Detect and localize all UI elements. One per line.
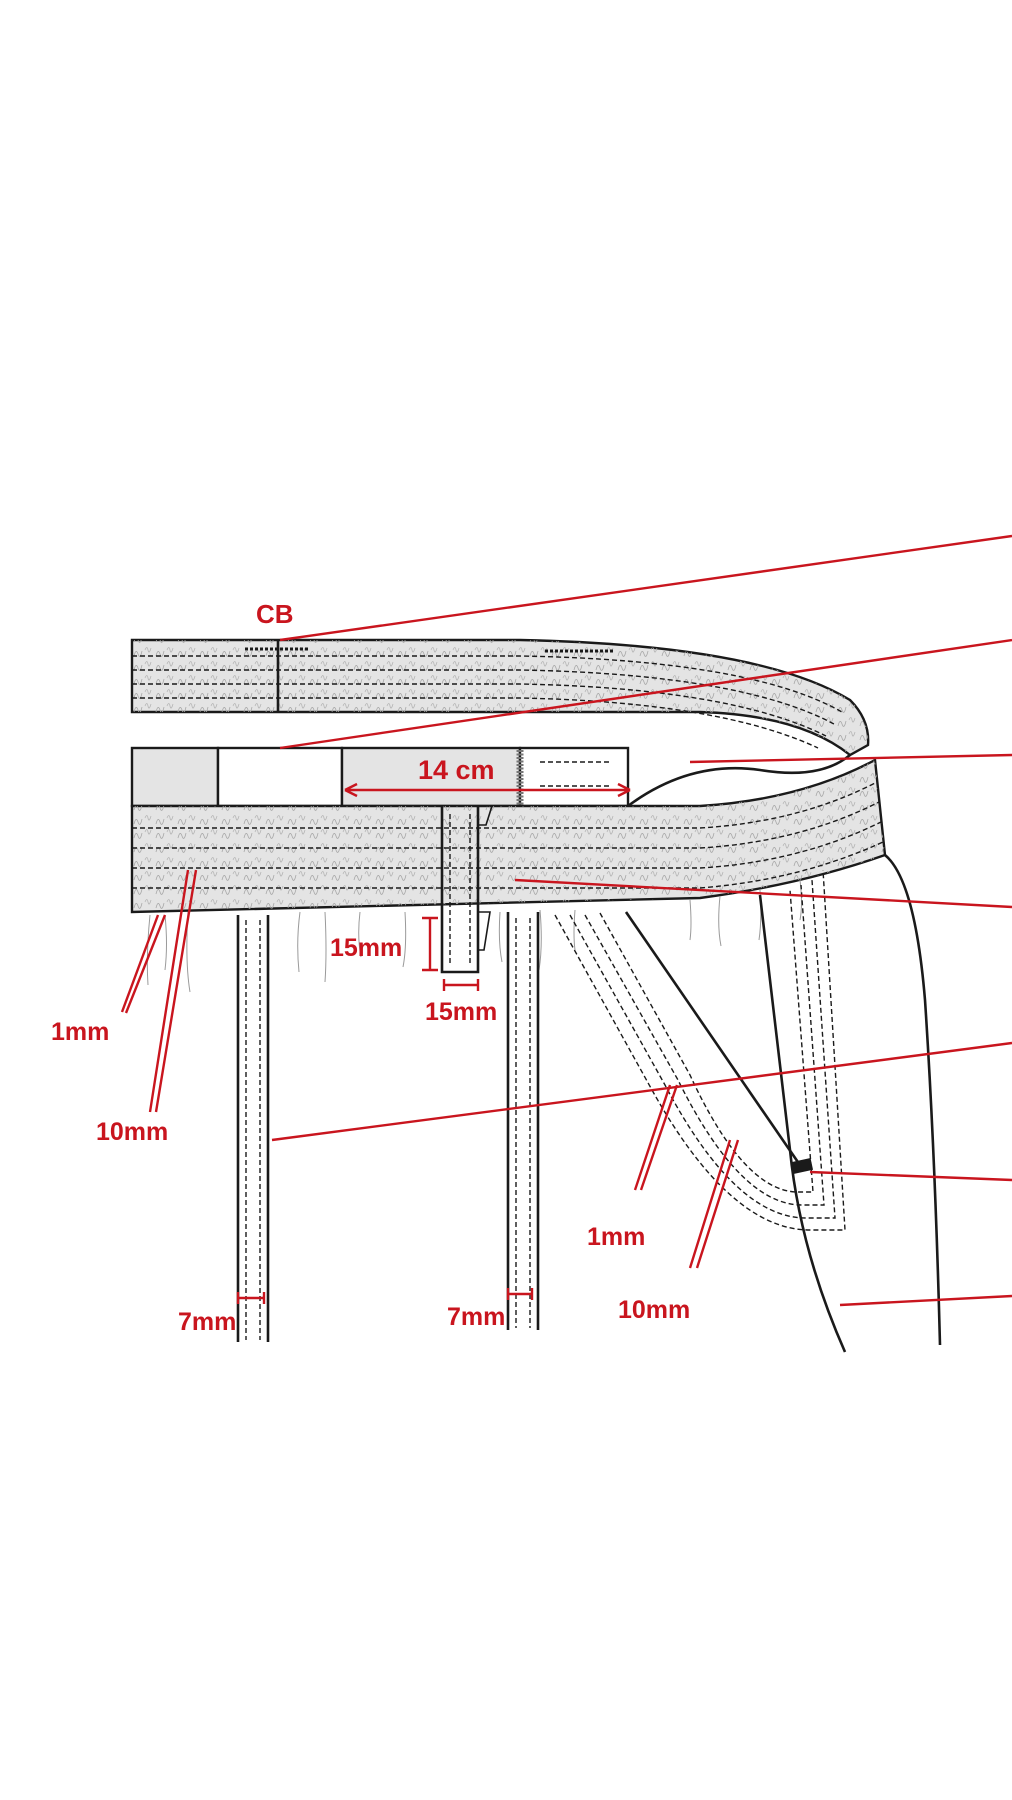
pleat-left xyxy=(236,915,270,1342)
loop-gap-label: 14 cm xyxy=(418,755,495,785)
pocket-edge-stitch-label: 1mm xyxy=(587,1223,645,1251)
waist-edge-stitch-label: 1mm xyxy=(51,1018,109,1046)
leader-lines xyxy=(120,534,1012,1307)
centre-back-label: CB xyxy=(256,599,294,629)
waist-width-stitch-label: 10mm xyxy=(96,1118,168,1146)
pocket-width-stitch-label: 10mm xyxy=(618,1296,690,1324)
belt-loop xyxy=(440,805,494,974)
back-waistband xyxy=(130,638,870,757)
pleat-right xyxy=(506,912,540,1330)
side-pocket xyxy=(554,854,942,1353)
right-pleat-label: 7mm xyxy=(447,1303,505,1331)
loop-width-label: 15mm xyxy=(425,998,497,1026)
left-pleat-label: 7mm xyxy=(178,1308,236,1336)
annotations: CB 14 cm 15mm 15mm 1mm 10mm 1mm 10mm 7mm… xyxy=(51,599,690,1336)
gathers xyxy=(146,879,802,993)
bar-tack xyxy=(790,1158,814,1174)
front-waistband xyxy=(130,758,887,914)
loop-height-label: 15mm xyxy=(330,934,402,962)
